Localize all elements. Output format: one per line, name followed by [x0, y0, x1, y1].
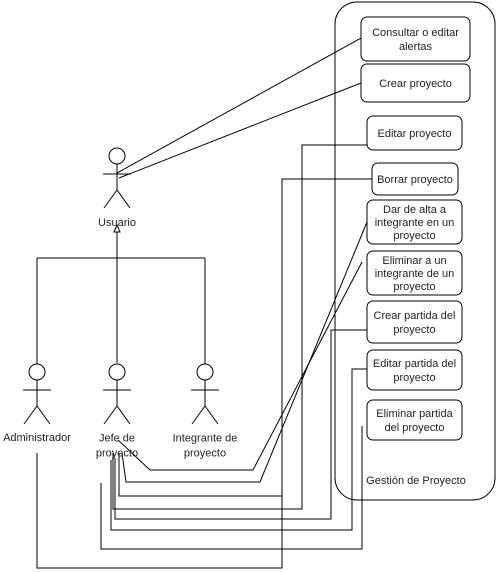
use-case-label-line-1: Eliminar partida [376, 408, 453, 420]
association-lines [36, 37, 372, 569]
association-line [114, 329, 367, 520]
use-case-label-line-2: integrante en un [375, 217, 455, 229]
actor-administrador[interactable]: Administrador [3, 363, 71, 444]
use-case-editar-partida[interactable]: Editar partida del proyecto [366, 349, 463, 391]
use-case-box[interactable] [360, 16, 471, 62]
association-line [110, 368, 367, 531]
stick-figure-icon [191, 363, 219, 425]
use-case-label-line-2: proyecto [393, 324, 435, 336]
use-case-label-line-1: Crear partida del [374, 310, 456, 322]
association-line [118, 178, 372, 497]
use-case-eliminar-partida[interactable]: Eliminar partida del proyecto [366, 399, 463, 441]
use-case-label-line-2: integrante de un [375, 268, 455, 280]
use-case-label-line-1: Borrar proyecto [377, 174, 453, 186]
association-line [36, 453, 283, 569]
use-case-box[interactable] [366, 115, 463, 151]
association-line [116, 37, 362, 174]
use-case-label-line-1: Crear proyecto [379, 78, 452, 90]
actor-jefe[interactable]: Jefe de proyecto [96, 363, 138, 460]
association-line [117, 261, 363, 471]
use-case-label-line-2: del proyecto [385, 422, 445, 434]
actor-label-line-2: proyecto [96, 448, 138, 460]
association-line [100, 426, 363, 550]
actor-label-line-1: Integrante de [173, 433, 238, 445]
use-case-label-line-2: alertas [399, 41, 433, 53]
association-line [121, 221, 368, 483]
use-case-box[interactable] [366, 250, 463, 296]
use-case-borrar-proyecto[interactable]: Borrar proyecto [371, 162, 459, 196]
use-case-label-line-3: proyecto [393, 281, 435, 293]
actor-integrante[interactable]: Integrante de proyecto [173, 363, 238, 460]
use-case-crear-partida[interactable]: Crear partida del proyecto [366, 300, 463, 344]
use-case-crear-proyecto[interactable]: Crear proyecto [360, 63, 471, 103]
use-case-consultar-alertas[interactable]: Consultar o editar alertas [360, 16, 471, 62]
generalization-arrowhead [113, 223, 121, 233]
stick-figure-icon [103, 363, 131, 425]
stick-figure-icon [23, 363, 51, 425]
use-case-label-line-1: Consultar o editar [372, 27, 459, 39]
use-case-label-line-1: Eliminar a un [382, 255, 446, 267]
use-case-box[interactable] [366, 300, 463, 344]
use-case-label-line-1: Editar partida del [373, 358, 456, 370]
use-case-label-line-1: Dar de alta a [383, 204, 447, 216]
association-line [118, 82, 362, 179]
system-label: Gestión de Proyecto [366, 475, 466, 487]
use-case-box[interactable] [366, 399, 463, 441]
actor-usuario[interactable]: Usuario [98, 147, 136, 229]
stick-figure-icon [103, 147, 131, 209]
use-case-label-line-3: proyecto [393, 230, 435, 242]
use-case-label-line-2: proyecto [393, 372, 435, 384]
actor-label-line-2: proyecto [184, 448, 226, 460]
use-case-label-line-1: Editar proyecto [378, 128, 452, 140]
actor-label-line-1: Administrador [3, 432, 71, 444]
use-case-editar-proyecto[interactable]: Editar proyecto [366, 115, 463, 151]
association-line [112, 144, 367, 510]
actor-label-line-1: Jefe de [99, 433, 135, 445]
actor-label-line-1: Usuario [98, 217, 136, 229]
use-case-box[interactable] [366, 349, 463, 391]
